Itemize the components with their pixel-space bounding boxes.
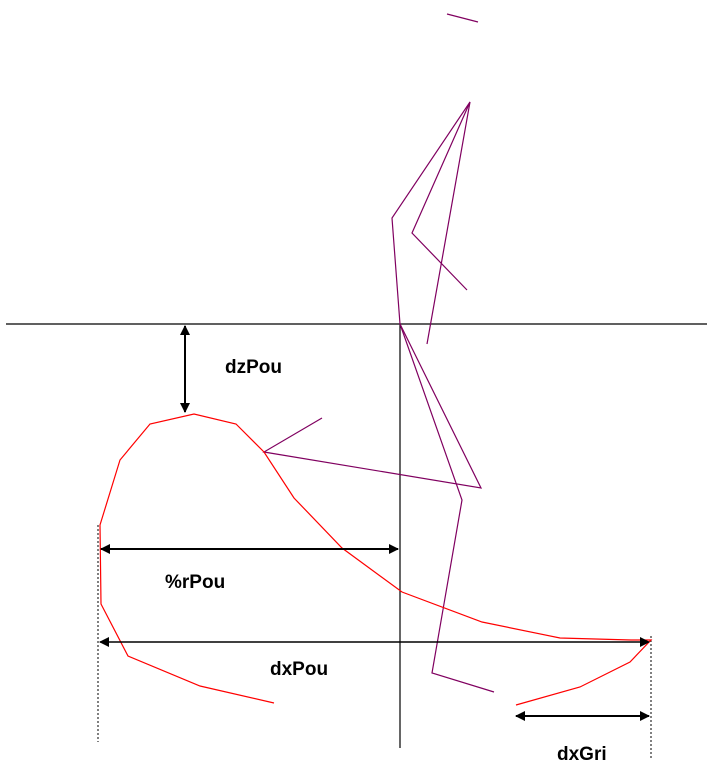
figure-arm-outer [391, 101, 471, 345]
stick-figure [262, 13, 495, 693]
dzpou-label: dzPou [225, 357, 282, 378]
figure-body-right [262, 323, 483, 489]
dxpou-label: dxPou [270, 659, 328, 680]
figure-top-segment [446, 13, 479, 23]
figure-arm-inner [411, 101, 471, 291]
dxgri-label: dxGri [557, 744, 607, 765]
rpou-label: %rPou [165, 572, 225, 593]
foot-contour [99, 413, 653, 706]
figure-leg-lower [399, 323, 495, 693]
